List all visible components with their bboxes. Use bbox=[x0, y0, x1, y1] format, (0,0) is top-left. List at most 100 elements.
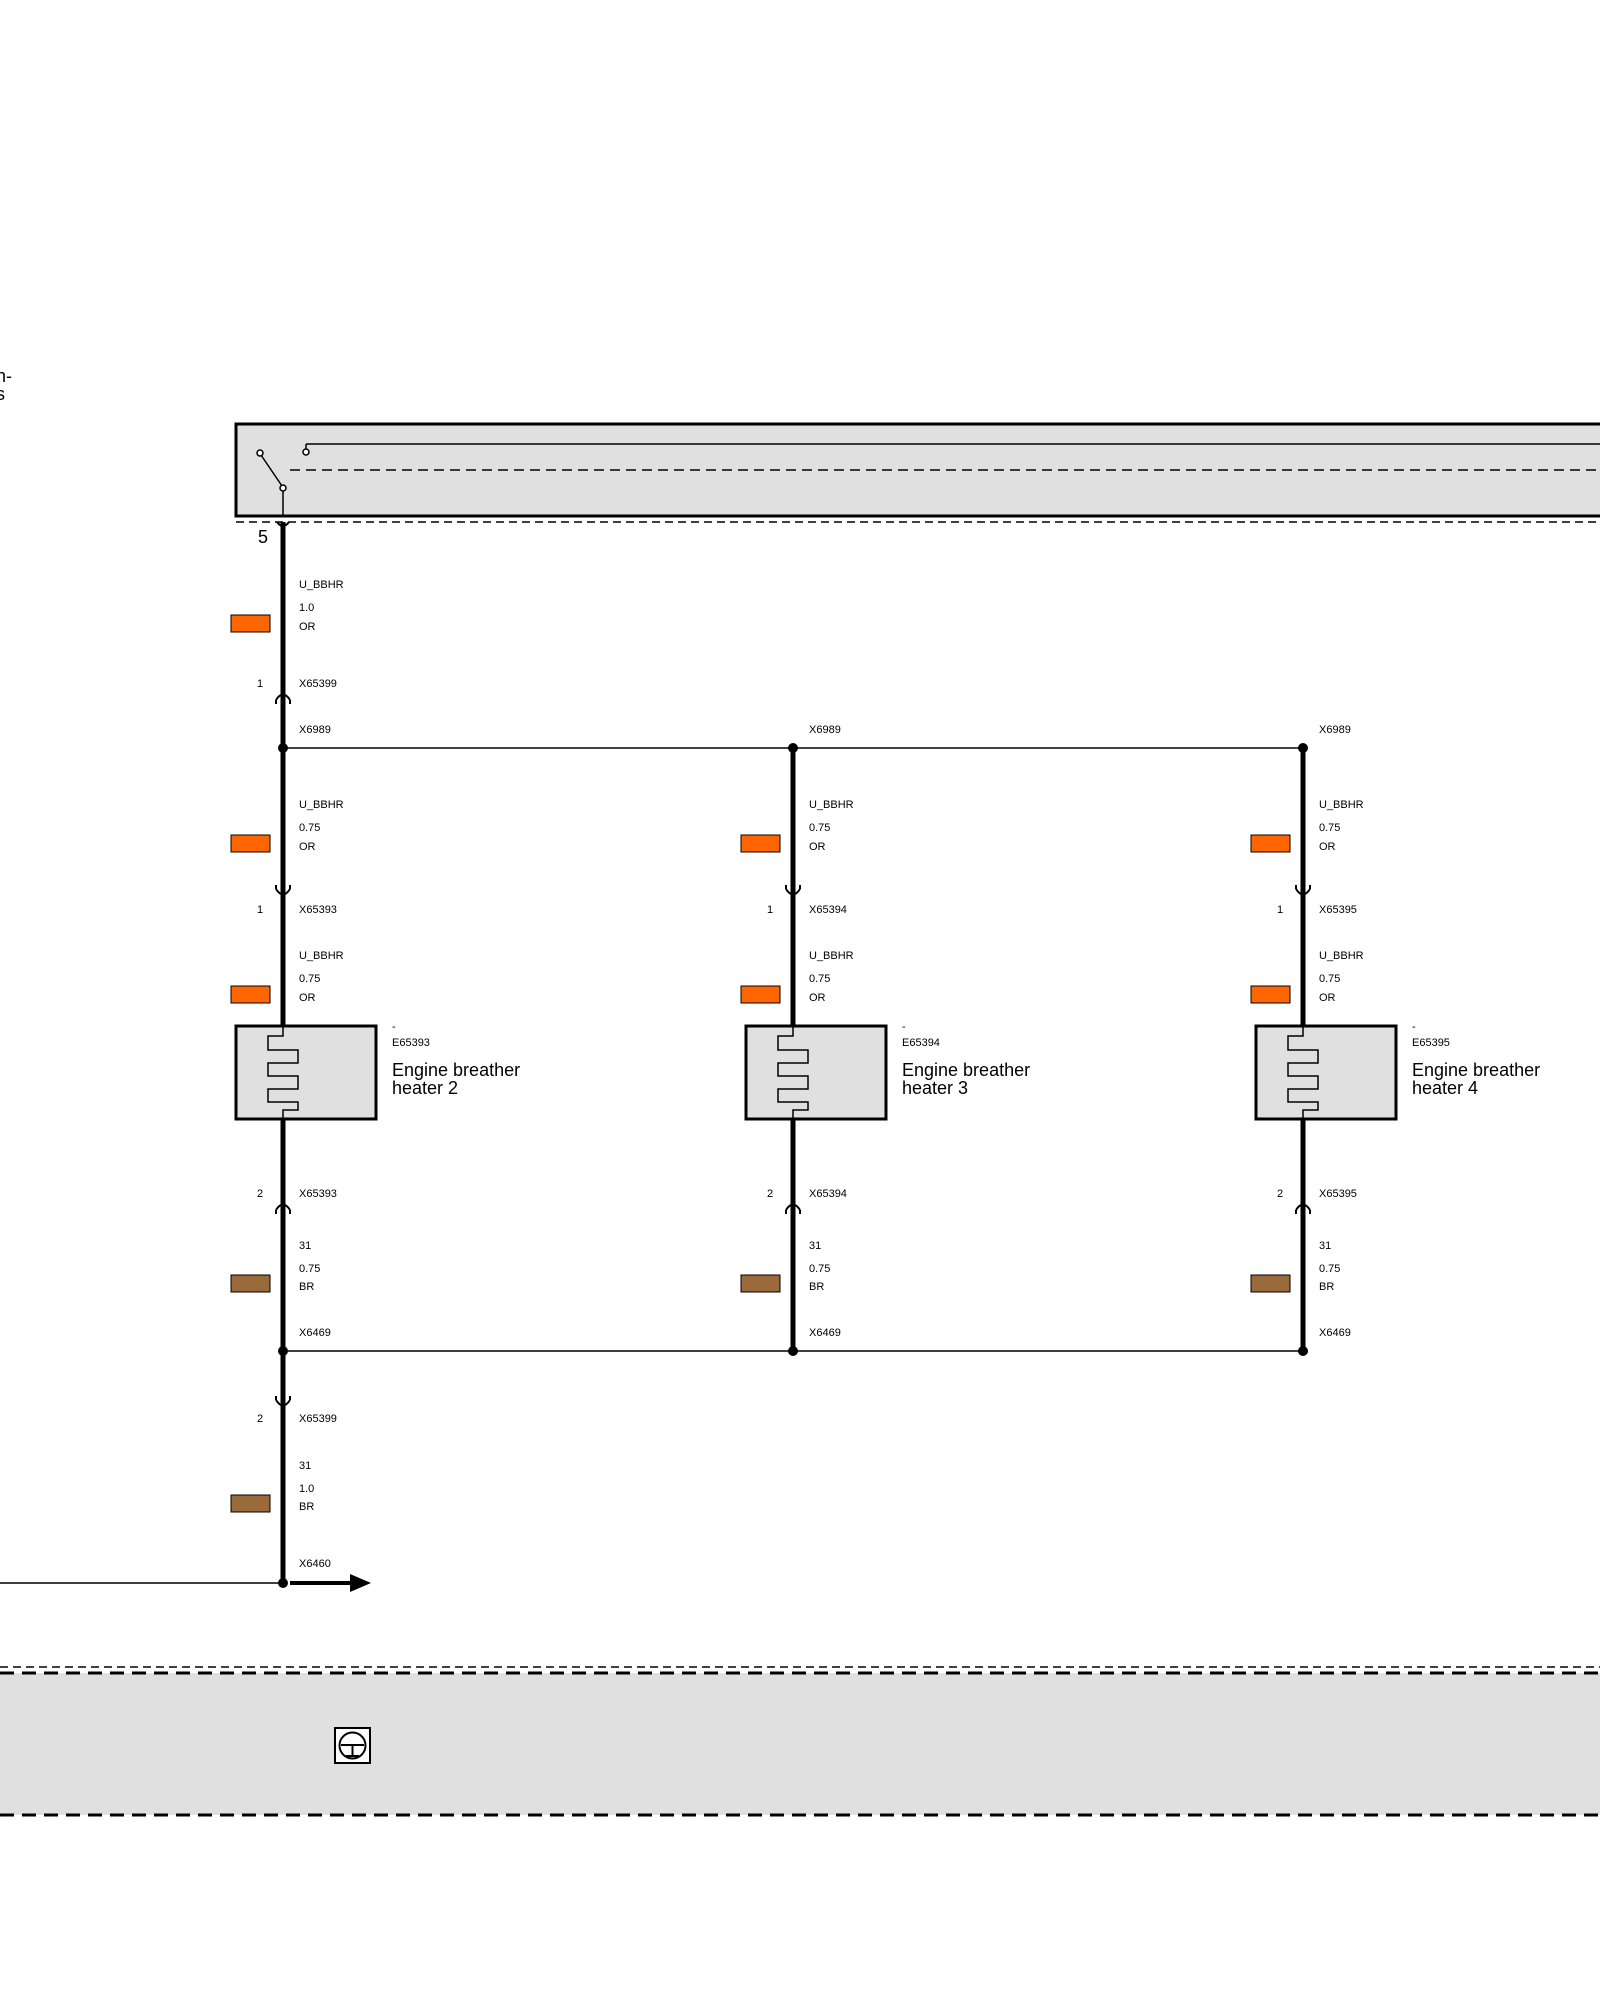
heater-1-upper-swatch bbox=[230, 834, 271, 853]
splice-top-label-3: X6989 bbox=[1319, 724, 1351, 736]
heater-1-box bbox=[234, 1024, 378, 1121]
heater-2-ground-signal: 31 bbox=[809, 1240, 821, 1252]
heater-3-upper-swatch bbox=[1250, 834, 1291, 853]
heater-2-in-connector: X65394 bbox=[809, 904, 847, 916]
heater-2-out-pin: 2 bbox=[767, 1188, 773, 1200]
heater-1-inner-signal: U_BBHR bbox=[299, 950, 344, 962]
heater-1-id-prefix: - bbox=[392, 1021, 396, 1033]
switch-icon bbox=[256, 448, 310, 492]
top-connector: 5 bbox=[258, 521, 290, 547]
heater-1-inner-color-code: OR bbox=[299, 992, 316, 1004]
heater-1-ground-gauge: 0.75 bbox=[299, 1263, 320, 1275]
heater-column-1: X6989 U_BBHR 0.75 OR 1 X65393 U_BBHR 0.7… bbox=[230, 724, 520, 1356]
heater-3-ground-color-code: BR bbox=[1319, 1281, 1334, 1293]
feed-wire: U_BBHR 1.0 OR bbox=[230, 579, 344, 633]
heater-2-box bbox=[744, 1024, 888, 1121]
feed-gauge: 1.0 bbox=[299, 602, 314, 614]
heater-1-ground-swatch bbox=[230, 1274, 271, 1293]
heater-2-upper-swatch bbox=[740, 834, 781, 853]
feed-color-code: OR bbox=[299, 621, 316, 633]
heater-3-id-prefix: - bbox=[1412, 1021, 1416, 1033]
heater-2-ground-gauge: 0.75 bbox=[809, 1263, 830, 1275]
splice-top-label-2: X6989 bbox=[809, 724, 841, 736]
heater-3-inner-gauge: 0.75 bbox=[1319, 973, 1340, 985]
heater-2-ground-color-code: BR bbox=[809, 1281, 824, 1293]
heater-1-ground-color-code: BR bbox=[299, 1281, 314, 1293]
heater-3-name-1: Engine breather bbox=[1412, 1060, 1540, 1080]
heating-element-icon bbox=[1287, 1026, 1319, 1119]
heater-1-upper-color-code: OR bbox=[299, 841, 316, 853]
heater-1-inner-gauge: 0.75 bbox=[299, 973, 320, 985]
heater-1-out-connector: X65393 bbox=[299, 1188, 337, 1200]
heater-2-out-connector: X65394 bbox=[809, 1188, 847, 1200]
heater-3-inner-signal: U_BBHR bbox=[1319, 950, 1364, 962]
heater-3-inner-swatch bbox=[1250, 985, 1291, 1004]
heater-2-inner-gauge: 0.75 bbox=[809, 973, 830, 985]
heater-2-name-1: Engine breather bbox=[902, 1060, 1030, 1080]
heater-1-in-pin: 1 bbox=[257, 904, 263, 916]
return-color-swatch bbox=[230, 1494, 271, 1513]
heater-2-inner-color-code: OR bbox=[809, 992, 826, 1004]
heater-3-box bbox=[1254, 1024, 1398, 1121]
return-gauge: 1.0 bbox=[299, 1483, 314, 1495]
heater-2-name-2: heater 3 bbox=[902, 1078, 968, 1098]
feed-signal: U_BBHR bbox=[299, 579, 344, 591]
arrow-right-icon bbox=[290, 1574, 371, 1592]
heater-3-ground-swatch bbox=[1250, 1274, 1291, 1293]
heater-1-upper-signal: U_BBHR bbox=[299, 799, 344, 811]
heater-3-in-connector: X65395 bbox=[1319, 904, 1357, 916]
left-edge-text-1: n- bbox=[0, 366, 12, 386]
ground-panel bbox=[0, 1666, 1600, 1817]
heater-2-upper-signal: U_BBHR bbox=[809, 799, 854, 811]
return-connector-label: X65399 bbox=[299, 1413, 337, 1425]
feed-connector-label: X65399 bbox=[299, 678, 337, 690]
heater-2-inner-swatch bbox=[740, 985, 781, 1004]
heater-2-upper-color-code: OR bbox=[809, 841, 826, 853]
feed-connector: 1 X65399 bbox=[257, 678, 337, 704]
heater-1-in-connector: X65393 bbox=[299, 904, 337, 916]
heater-1-ground-signal: 31 bbox=[299, 1240, 311, 1252]
return-signal: 31 bbox=[299, 1460, 311, 1472]
heater-2-id: E65394 bbox=[902, 1037, 940, 1049]
heater-2-id-prefix: - bbox=[902, 1021, 906, 1033]
heater-3-upper-color-code: OR bbox=[1319, 841, 1336, 853]
heater-2-upper-gauge: 0.75 bbox=[809, 822, 830, 834]
heater-column-2: X6989 U_BBHR 0.75 OR 1 X65394 U_BBHR 0.7… bbox=[740, 724, 1030, 1356]
feed-connector-pin: 1 bbox=[257, 678, 263, 690]
heater-column-3: X6989 U_BBHR 0.75 OR 1 X65395 U_BBHR 0.7… bbox=[1250, 724, 1540, 1356]
heating-element-icon bbox=[777, 1026, 809, 1119]
control-unit-panel bbox=[234, 422, 1600, 523]
heater-3-name-2: heater 4 bbox=[1412, 1078, 1478, 1098]
heater-3-out-connector: X65395 bbox=[1319, 1188, 1357, 1200]
heater-1-upper-gauge: 0.75 bbox=[299, 822, 320, 834]
heater-1-name-2: heater 2 bbox=[392, 1078, 458, 1098]
heater-3-upper-gauge: 0.75 bbox=[1319, 822, 1340, 834]
heater-3-ground-gauge: 0.75 bbox=[1319, 1263, 1340, 1275]
heater-2-in-pin: 1 bbox=[767, 904, 773, 916]
heater-1-id: E65393 bbox=[392, 1037, 430, 1049]
splice-bottom-label-3: X6469 bbox=[1319, 1327, 1351, 1339]
return-connector-pin: 2 bbox=[257, 1413, 263, 1425]
feed-color-swatch bbox=[230, 614, 271, 633]
heater-3-inner-color-code: OR bbox=[1319, 992, 1336, 1004]
heater-2-ground-swatch bbox=[740, 1274, 781, 1293]
heater-3-upper-signal: U_BBHR bbox=[1319, 799, 1364, 811]
heater-3-out-pin: 2 bbox=[1277, 1188, 1283, 1200]
return-wire: 2 X65399 31 1.0 BR X6460 bbox=[0, 1396, 371, 1592]
heater-1-name-1: Engine breather bbox=[392, 1060, 520, 1080]
heater-3-ground-signal: 31 bbox=[1319, 1240, 1331, 1252]
splice-bottom-label-2: X6469 bbox=[809, 1327, 841, 1339]
return-color-code: BR bbox=[299, 1501, 314, 1513]
heater-1-out-pin: 2 bbox=[257, 1188, 263, 1200]
ground-location-icon bbox=[334, 1727, 371, 1764]
splice-top-label-1: X6989 bbox=[299, 724, 331, 736]
heater-2-inner-signal: U_BBHR bbox=[809, 950, 854, 962]
top-connector-pin: 5 bbox=[258, 527, 268, 547]
ground-splice-label: X6460 bbox=[299, 1558, 331, 1570]
heater-3-in-pin: 1 bbox=[1277, 904, 1283, 916]
heating-element-icon bbox=[267, 1026, 299, 1119]
heater-1-inner-swatch bbox=[230, 985, 271, 1004]
splice-bottom-label-1: X6469 bbox=[299, 1327, 331, 1339]
heater-3-id: E65395 bbox=[1412, 1037, 1450, 1049]
